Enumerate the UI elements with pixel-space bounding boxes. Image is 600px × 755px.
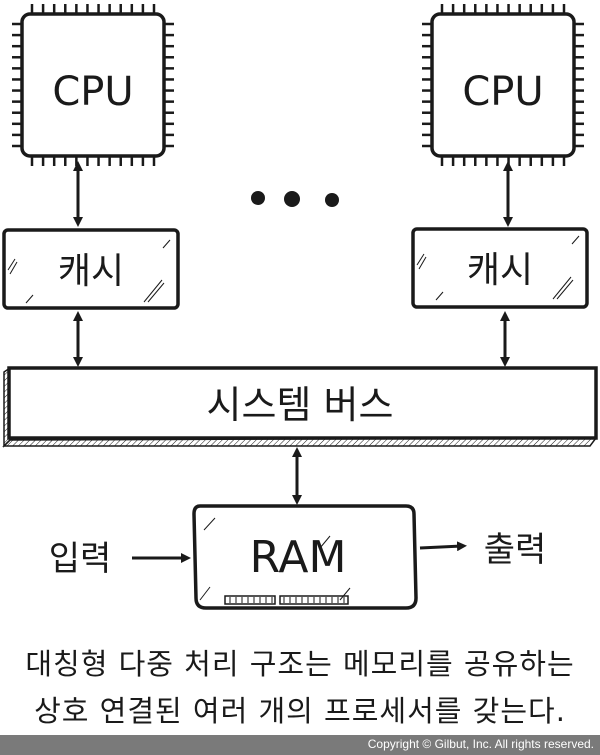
memory-module-icon — [224, 595, 349, 605]
cpu-right: CPU — [422, 4, 584, 166]
smp-diagram: CPU CPU 캐시 캐시 — [2, 4, 598, 610]
copyright-text: Copyright © Gilbut, Inc. All rights rese… — [367, 737, 594, 751]
copyright-bar: Copyright © Gilbut, Inc. All rights rese… — [0, 735, 600, 755]
arrow-ram-output — [419, 541, 467, 552]
system-bus-label: 시스템 버스 — [207, 383, 394, 427]
output-label: 출력 — [484, 530, 547, 570]
input-label: 입력 — [49, 539, 112, 579]
cache-right: 캐시 — [411, 227, 589, 309]
ram-label: RAM — [250, 532, 347, 583]
cpu-left-label: CPU — [52, 69, 133, 115]
ellipsis-dots — [251, 191, 339, 207]
cpu-right-label: CPU — [462, 69, 543, 115]
caption-line-1: 대칭형 다중 처리 구조는 메모리를 공유하는 — [25, 647, 575, 681]
system-bus: 시스템 버스 — [2, 366, 598, 448]
cache-left: 캐시 — [2, 228, 180, 310]
caption-line-2: 상호 연결된 여러 개의 프로세서를 갖는다. — [34, 694, 566, 728]
cache-left-label: 캐시 — [58, 251, 124, 292]
cpu-left: CPU — [12, 4, 174, 166]
ram: RAM — [192, 504, 418, 610]
cache-right-label: 캐시 — [467, 250, 533, 291]
